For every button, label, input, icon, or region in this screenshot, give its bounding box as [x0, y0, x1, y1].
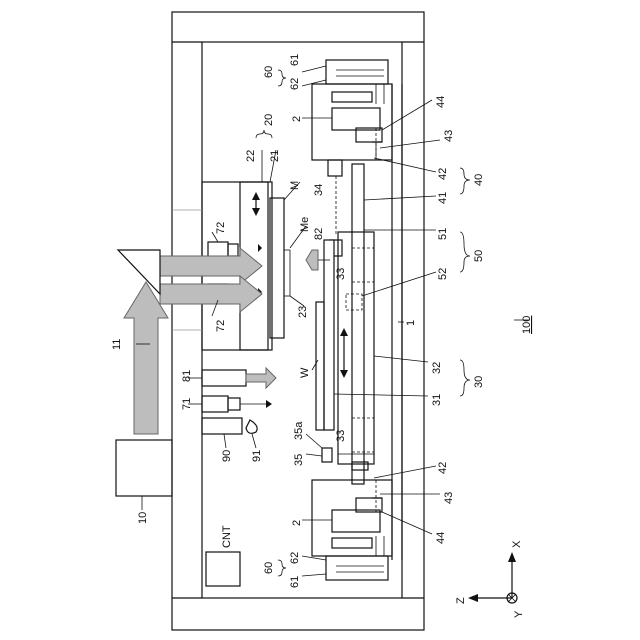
label-34: 34 [313, 184, 325, 196]
light-source-box [116, 440, 172, 496]
label-2-bottom: 2 [291, 520, 303, 526]
label-44-upper: 44 [435, 96, 447, 108]
label-CNT: CNT [221, 525, 233, 548]
label-43-lower: 43 [443, 492, 455, 504]
label-1: 1 [405, 320, 417, 326]
label-72-upper: 72 [215, 222, 227, 234]
label-61-top: 61 [289, 54, 301, 66]
label-31: 31 [431, 394, 443, 406]
label-35a: 35a [293, 421, 305, 440]
label-42-upper: 42 [437, 168, 449, 180]
reference-labels: 100 1 60 61 62 2 44 43 42 41 40 34 51 52… [111, 54, 533, 618]
label-20: 20 [263, 114, 275, 126]
label-33-lower: 33 [335, 430, 347, 442]
label-82: 82 [313, 228, 325, 240]
axis-indicator [468, 552, 517, 603]
label-60-top: 60 [263, 66, 275, 78]
axis-label-z: Z [455, 597, 467, 604]
label-44-lower: 44 [435, 532, 447, 544]
mirror [118, 250, 160, 294]
label-11: 11 [111, 339, 123, 350]
label-21: 21 [269, 150, 281, 162]
label-2-top: 2 [291, 116, 303, 122]
label-10: 10 [137, 512, 149, 524]
label-62-bottom: 62 [289, 552, 301, 564]
label-40: 40 [473, 174, 485, 186]
label-33-upper: 33 [335, 268, 347, 280]
label-brackets [256, 70, 470, 576]
label-50: 50 [473, 250, 485, 262]
label-71: 71 [181, 398, 193, 410]
controller-box [206, 552, 240, 586]
label-43-upper: 43 [443, 130, 455, 142]
label-23: 23 [297, 306, 309, 318]
label-42-lower: 42 [437, 462, 449, 474]
label-Me: Me [299, 217, 311, 232]
label-72-lower: 72 [215, 320, 227, 332]
support-assembly-bottom [312, 480, 392, 580]
label-32: 32 [431, 362, 443, 374]
axis-label-x: X [511, 540, 523, 548]
label-52: 52 [437, 268, 449, 280]
label-91: 91 [251, 450, 263, 462]
label-81: 81 [181, 370, 193, 382]
axis-label-y: Y [513, 610, 525, 618]
label-35: 35 [293, 454, 305, 466]
label-41: 41 [437, 192, 449, 204]
chamber-frame [172, 12, 424, 630]
label-61-bottom: 61 [289, 576, 301, 588]
label-60-bottom: 60 [263, 562, 275, 574]
label-M: M [289, 181, 301, 190]
label-51: 51 [437, 228, 449, 240]
label-62-top: 62 [289, 78, 301, 90]
label-W: W [299, 367, 311, 378]
label-22: 22 [245, 150, 257, 162]
label-90: 90 [221, 450, 233, 462]
label-30: 30 [473, 376, 485, 388]
label-100: 100 [521, 316, 533, 334]
support-assembly-top [312, 60, 392, 160]
